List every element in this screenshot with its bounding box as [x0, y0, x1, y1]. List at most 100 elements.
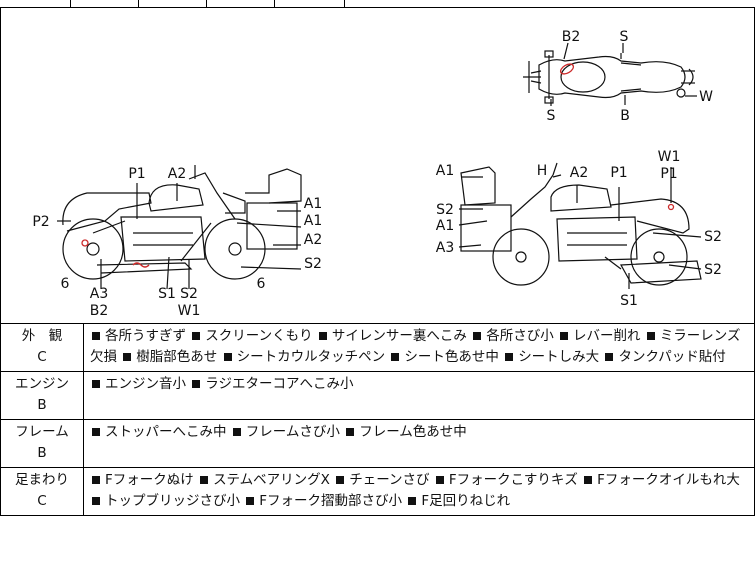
check-item-text: ラジエターコアへこみ小 — [205, 376, 354, 392]
bullet-square-icon — [584, 475, 593, 484]
right-label: S1 — [620, 293, 638, 309]
check-item: Fフォーク摺動部さび小 — [244, 493, 402, 509]
check-item: 各所うすぎず — [90, 328, 186, 344]
check-item: エンジン音小 — [90, 376, 186, 392]
top-label: S — [620, 29, 629, 45]
left-label: A2 — [304, 232, 322, 248]
diagram-labels: B2 S S B W P1 A2 P2 A1 A1 A2 S2 6 A3 B2 … — [32, 29, 722, 319]
inspection-table: 外 観 C 各所うすぎず スクリーンくもり サイレンサー裏へこみ 各所さび小 レ… — [0, 323, 755, 516]
category-cell: エンジン B — [0, 371, 84, 420]
category-cell: フレーム B — [0, 419, 84, 468]
check-item: ストッパーへこみ中 — [90, 424, 227, 440]
check-item: トップブリッジさび小 — [90, 493, 240, 509]
bullet-square-icon — [200, 475, 209, 484]
check-item-text: ストッパーへこみ中 — [105, 424, 227, 440]
top-label: W — [699, 89, 713, 105]
bullet-square-icon — [92, 379, 100, 388]
bullet-square-icon — [223, 352, 232, 361]
right-label: A3 — [436, 240, 454, 256]
right-label: A1 — [436, 218, 454, 234]
bullet-square-icon — [92, 475, 100, 484]
left-label: A1 — [304, 196, 322, 212]
check-item: シートしみ大 — [503, 349, 599, 365]
category-name: 足まわり — [15, 472, 69, 488]
category-grade: B — [37, 445, 47, 461]
category-cell: 外 観 C — [0, 323, 84, 372]
check-item-text: スクリーンくもり — [205, 328, 313, 344]
category-name: 外 観 — [21, 328, 63, 344]
left-label: S2 — [304, 256, 322, 272]
left-label: A2 — [168, 166, 186, 182]
right-label: A2 — [570, 165, 588, 181]
bullet-square-icon — [192, 331, 201, 340]
items-cell: エンジン音小 ラジエターコアへこみ小 — [83, 371, 755, 420]
bullet-square-icon — [408, 496, 417, 505]
check-item: チェーンさび — [334, 472, 430, 488]
top-label: S — [547, 108, 556, 124]
check-item-text: シート色あせ中 — [404, 349, 499, 365]
category-grade: C — [37, 349, 47, 365]
bullet-square-icon — [336, 475, 345, 484]
right-label: A1 — [436, 163, 454, 179]
check-item: シート色あせ中 — [389, 349, 499, 365]
section-row: 足まわり C Fフォークぬけ ステムベアリングX チェーンさび Fフォークこすり… — [0, 467, 755, 516]
right-label: P1 — [660, 166, 677, 182]
check-item-text: ステムベアリングX — [213, 472, 330, 488]
check-item: フレーム色あせ中 — [344, 424, 467, 440]
check-item-text: Fフォーク摺動部さび小 — [259, 493, 403, 509]
check-item-text: シートしみ大 — [518, 349, 600, 365]
category-grade: B — [37, 397, 47, 413]
check-item: 樹脂部色あせ — [121, 349, 217, 365]
check-item: Fフォークこすりキズ — [434, 472, 578, 488]
damage-diagram: B2 S S B W P1 A2 P2 A1 A1 A2 S2 6 A3 B2 … — [0, 7, 755, 324]
items-cell: Fフォークぬけ ステムベアリングX チェーンさび Fフォークこすりキズ Fフォー… — [83, 467, 755, 516]
section-row: エンジン B エンジン音小 ラジエターコアへこみ小 — [0, 371, 755, 420]
right-label: P1 — [610, 165, 627, 181]
left-label: 6 — [257, 276, 266, 292]
right-view-motorcycle — [460, 162, 702, 286]
right-label: H — [537, 163, 548, 179]
check-item-text: サイレンサー裏へこみ — [331, 328, 467, 344]
check-item: シートカウルタッチペン — [222, 349, 385, 365]
left-label: A1 — [304, 213, 322, 229]
right-label: S2 — [704, 262, 722, 278]
bullet-square-icon — [92, 496, 100, 505]
check-item-text: タンクパッド貼付 — [618, 349, 726, 365]
check-item-text: トップブリッジさび小 — [105, 493, 240, 509]
motorcycle-diagram: B2 S S B W P1 A2 P2 A1 A1 A2 S2 6 A3 B2 … — [32, 29, 722, 319]
left-label: B2 — [90, 303, 109, 319]
left-label: P2 — [32, 214, 49, 230]
category-name: エンジン — [15, 376, 69, 392]
check-item: F足回りねじれ — [406, 493, 510, 509]
bullet-square-icon — [346, 427, 355, 436]
items-cell: ストッパーへこみ中 フレームさび小 フレーム色あせ中 — [83, 419, 755, 468]
bullet-square-icon — [318, 331, 327, 340]
bullet-square-icon — [505, 352, 514, 361]
left-label: 6 — [61, 276, 70, 292]
left-label: S2 — [180, 286, 198, 302]
bullet-square-icon — [473, 331, 482, 340]
category-name: フレーム — [15, 424, 69, 440]
section-row: 外 観 C 各所うすぎず スクリーンくもり サイレンサー裏へこみ 各所さび小 レ… — [0, 323, 755, 372]
check-item: ミラーレンズ欠損 — [90, 328, 741, 365]
check-item: Fフォークオイルもれ大 — [582, 472, 740, 488]
right-label: W1 — [658, 149, 681, 165]
section-row: フレーム B ストッパーへこみ中 フレームさび小 フレーム色あせ中 — [0, 419, 755, 468]
right-label: S2 — [436, 202, 454, 218]
check-item: タンクパッド貼付 — [603, 349, 726, 365]
check-item-text: ミラーレンズ欠損 — [90, 328, 741, 365]
bullet-square-icon — [246, 496, 255, 505]
check-item-text: Fフォークぬけ — [105, 472, 194, 488]
check-item: レバー削れ — [558, 328, 641, 344]
left-label: W1 — [178, 303, 201, 319]
check-item: ステムベアリングX — [198, 472, 330, 488]
check-item-text: フレーム色あせ中 — [359, 424, 467, 440]
bullet-square-icon — [192, 379, 201, 388]
left-label: S1 — [158, 286, 176, 302]
top-view-motorcycle — [523, 50, 695, 104]
check-item: Fフォークぬけ — [90, 472, 194, 488]
check-item-text: Fフォークオイルもれ大 — [597, 472, 740, 488]
check-item-text: フレームさび小 — [245, 424, 340, 440]
top-label: B — [620, 108, 630, 124]
